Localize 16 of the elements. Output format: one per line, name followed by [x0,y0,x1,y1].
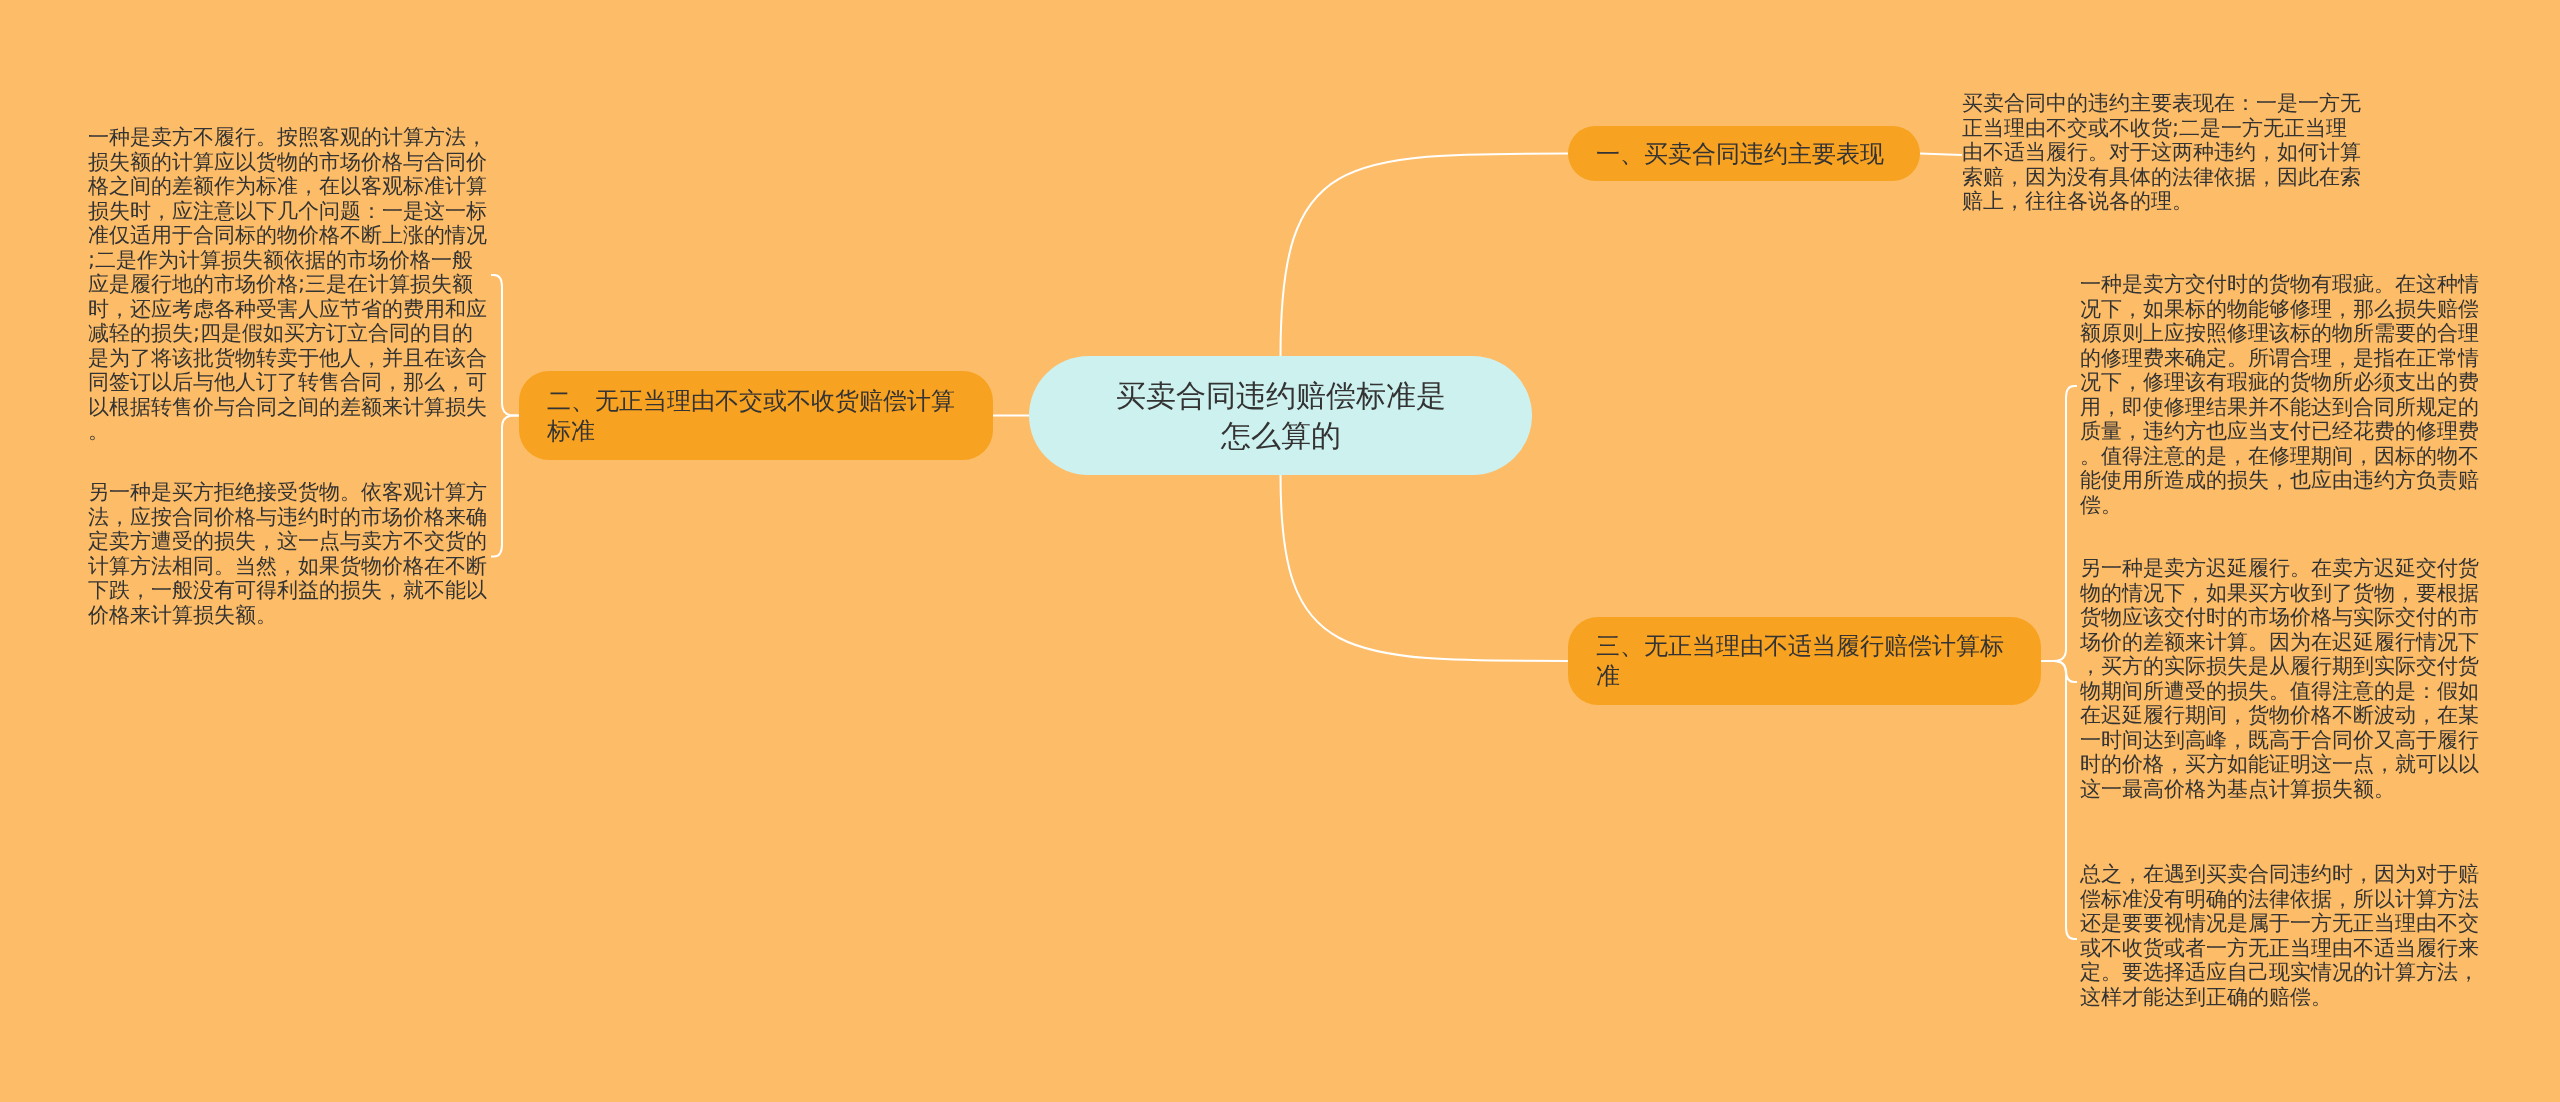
branch-topic: 二、无正当理由不交或不收货赔偿计算标准 [519,371,993,460]
branch-topic: 一、买卖合同违约主要表现 [1568,126,1920,181]
note-text: 一种是卖方交付时的货物有瑕疵。在这种情况下，如果标的物能够修理，那么损失赔偿额原则上应按照修理该标的物所需要的合理的修理费来确定。所谓合理，是指在正常情况下，修理该有瑕疵的货物所必须支出的费用，即使修理结果并不能达到合同所规定的质量，违约方也应当支付已经花费的修理费。值得注意的是，在修理期间，因标的物不能使用所造成的损失，也应由违约方负责赔偿。 [2080,272,2480,517]
connector-line [1919,152,1963,156]
note-text: 总之，在遇到买卖合同违约时，因为对于赔偿标准没有明确的法律依据，所以计算方法还是要要视情况是属于一方无正当理由不交或不收货或者一方无正当理由不适当履行来定。要选择适应自己现实情况的计算方法，这样才能达到正确的赔偿。 [2080,862,2480,1009]
note-text: 另一种是买方拒绝接受货物。依客观计算方法，应按合同价格与违约时的市场价格来确定卖方遭受的损失，这一点与卖方不交货的计算方法相同。当然，如果货物价格在不断下跌，一般没有可得利益的损失，就不能以价格来计算损失额。 [88,480,488,627]
central-topic: 买卖合同违约赔偿标准是怎么算的 [1029,356,1532,475]
connector-line [1279,474,1569,662]
note-text: 另一种是卖方迟延履行。在卖方迟延交付货物的情况下，如果买方收到了货物，要根据货物应该交付时的市场价格与实际交付的市场价的差额来计算。因为在迟延履行情况下，买方的实际损失是从履行期到实际交付货物期间所遭受的损失。值得注意的是：假如在迟延履行期间，货物价格不断波动，在某一时间达到高峰，既高于合同价又高于履行时的价格，买方如能证明这一点，就可以以这一最高价格为基点计算损失额。 [2080,556,2480,801]
connector-line [490,414,520,558]
connector-line [992,414,1030,417]
connector-line [1279,152,1569,357]
note-text: 一种是卖方不履行。按照客观的计算方法，损失额的计算应以货物的市场价格与合同价格之间的差额作为标准，在以客观标准计算损失时，应注意以下几个问题：一是这一标准仅适用于合同标的物价格不断上涨的情况;二是作为计算损失额依据的市场价格一般应是履行地的市场价格;三是在计算损失额时，还应考虑各种受害人应节省的费用和应减轻的损失;四是假如买方订立合同的目的是为了将该批货物转卖于他人，并且在该合同签订以后与他人订了转售合同，那么，可以根据转售价与合同之间的差额来计算损失。 [88,125,488,444]
note-text: 买卖合同中的违约主要表现在：一是一方无正当理由不交或不收货;二是一方无正当理由不适当履行。对于这两种违约，如何计算索赔，因为没有具体的法律依据，因此在索赔上，往往各说各的理。 [1962,91,2362,214]
branch-topic: 三、无正当理由不适当履行赔偿计算标准 [1568,617,2041,705]
connector-line [2040,660,2078,940]
